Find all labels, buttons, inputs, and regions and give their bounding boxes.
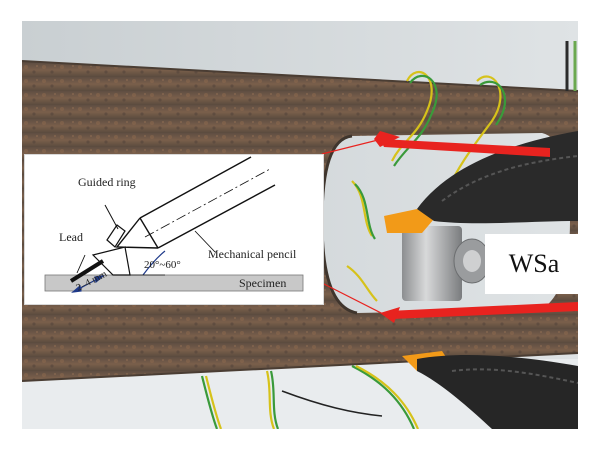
sensor-body (402, 226, 462, 301)
sensor-label: WSa (508, 249, 560, 278)
pencil-lead-break-diagram: Guided ring Lead Mechanical pencil 20°~6… (24, 154, 324, 305)
mechanical-pencil-label: Mechanical pencil (208, 247, 297, 261)
lead-label: Lead (59, 230, 83, 244)
indicator-arrows (374, 131, 578, 323)
clamp-jaw-top (384, 209, 434, 233)
distance-arrow (71, 275, 105, 293)
callout-lines (321, 138, 388, 317)
guided-ring-label: Guided ring (78, 175, 136, 189)
specimen-bar (44, 274, 304, 292)
lead-line (69, 259, 105, 283)
clamp-handle-bottom (417, 355, 578, 429)
specimen-label: Specimen (239, 276, 287, 290)
diagram-drawing (44, 156, 304, 293)
guided-ring-shape (91, 224, 131, 276)
sensor-label-box: WSa (485, 234, 578, 294)
mechanical-pencil-shape (115, 156, 276, 249)
photo-frame: Guided ring Lead Mechanical pencil 20°~6… (22, 21, 578, 429)
angle-label: 20°~60° (144, 259, 181, 271)
sensor-wires (200, 70, 507, 429)
